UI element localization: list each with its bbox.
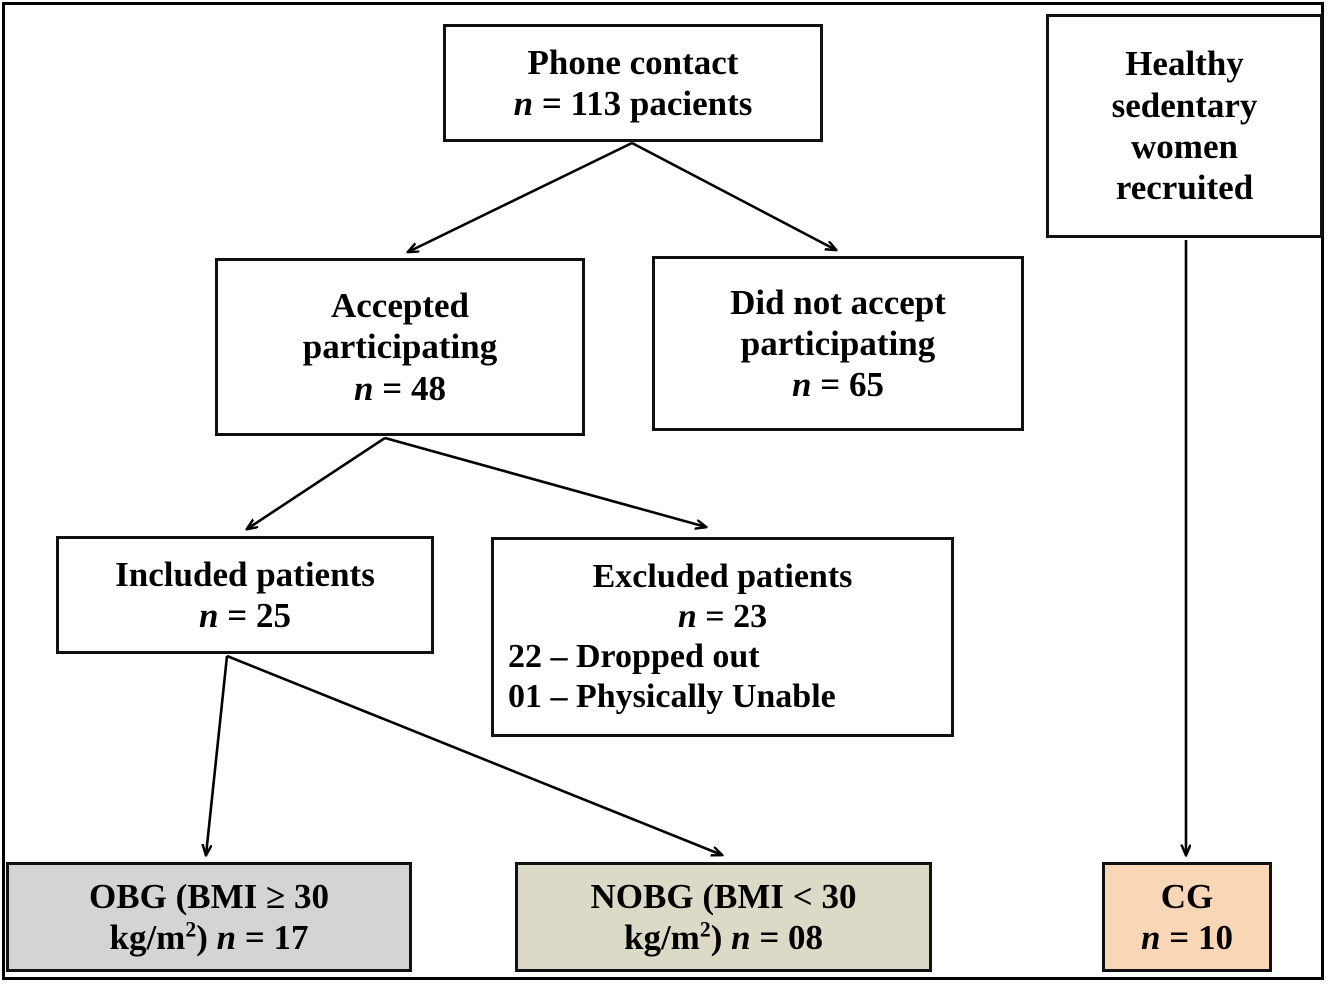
obg-unit-exponent: 2 [185,917,197,942]
n-symbol: n [513,84,534,123]
node-nobg-group: NOBG (BMI < 30 kg/m2) n = 08 [515,862,932,972]
node-phone-contact-count: n = 113 pacients [514,83,753,124]
node-included-patients: Included patients n = 25 [56,536,434,654]
node-excluded-line1: Excluded patients [592,557,853,595]
node-phone-contact-line1: Phone contact [527,42,739,82]
n-symbol: n [1141,918,1161,957]
n-value: = 23 [696,597,768,635]
node-excluded-reason-physically-unable: 01 – Physically Unable [508,678,836,716]
node-excluded-count: n = 23 [678,597,767,637]
node-healthy-line1: Healthy [1125,44,1244,84]
node-healthy-line4: recruited [1115,168,1254,208]
n-value: = 08 [750,918,824,957]
node-cg-count: n = 10 [1141,917,1233,958]
n-value: = 17 [236,918,309,957]
n-value: = 48 [373,368,446,408]
nobg-unit-exponent: 2 [699,917,711,942]
n-symbol: n [731,918,751,957]
node-included-count: n = 25 [199,595,291,636]
node-obg-group: OBG (BMI ≥ 30 kg/m2) n = 17 [6,862,412,972]
node-accepted-line1: Accepted [330,286,469,326]
node-healthy-sedentary-women: Healthy sedentary women recruited [1046,14,1323,238]
n-symbol: n [792,365,812,405]
n-symbol: n [677,597,697,635]
node-nobg-line1: NOBG (BMI < 30 [590,876,857,916]
node-excluded-patients: Excluded patients n = 23 22 – Dropped ou… [491,537,954,737]
node-cg-group: CG n = 10 [1102,862,1272,972]
n-value: = 65 [811,365,884,405]
node-excluded-reason-dropped-out: 22 – Dropped out [508,638,760,675]
n-value: = 25 [218,596,291,635]
obg-unit: kg/m [109,918,186,957]
node-healthy-line3: women [1131,127,1238,166]
node-phone-contact: Phone contact n = 113 pacients [443,24,823,142]
node-obg-line2: kg/m2) n = 17 [109,917,308,958]
node-nobg-line2: kg/m2) n = 08 [624,917,823,958]
node-included-line1: Included patients [115,554,375,594]
node-not-accepted-count: n = 65 [792,364,884,405]
nobg-paren: ) [710,918,732,957]
node-obg-line1: OBG (BMI ≥ 30 [89,876,329,916]
n-symbol: n [199,596,219,635]
n-symbol: n [216,918,237,957]
obg-paren: ) [196,918,217,957]
node-accepted-participating: Accepted participating n = 48 [215,258,585,436]
n-value: = 113 pacients [533,84,753,123]
n-value: = 10 [1160,918,1233,957]
node-not-accepted-line1: Did not accept [730,282,946,322]
node-did-not-accept-participating: Did not accept participating n = 65 [652,256,1024,431]
node-accepted-line2: participating [302,327,498,367]
node-accepted-count: n = 48 [354,368,446,409]
node-cg-line1: CG [1160,876,1214,916]
node-not-accepted-line2: participating [740,323,936,363]
node-healthy-line2: sedentary [1111,85,1258,125]
n-symbol: n [354,368,374,408]
nobg-unit: kg/m [623,918,700,957]
